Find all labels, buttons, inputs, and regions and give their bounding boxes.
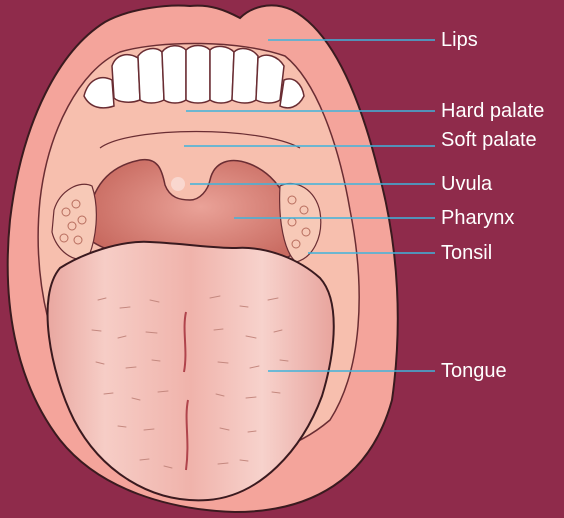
label-lips: Lips (441, 28, 478, 52)
label-uvula: Uvula (441, 172, 492, 196)
label-tongue: Tongue (441, 359, 507, 383)
label-hard-palate: Hard palate (441, 99, 544, 123)
uvula (171, 177, 185, 191)
label-pharynx: Pharynx (441, 206, 514, 230)
label-soft-palate: Soft palate (441, 128, 537, 152)
label-tonsil: Tonsil (441, 241, 492, 265)
